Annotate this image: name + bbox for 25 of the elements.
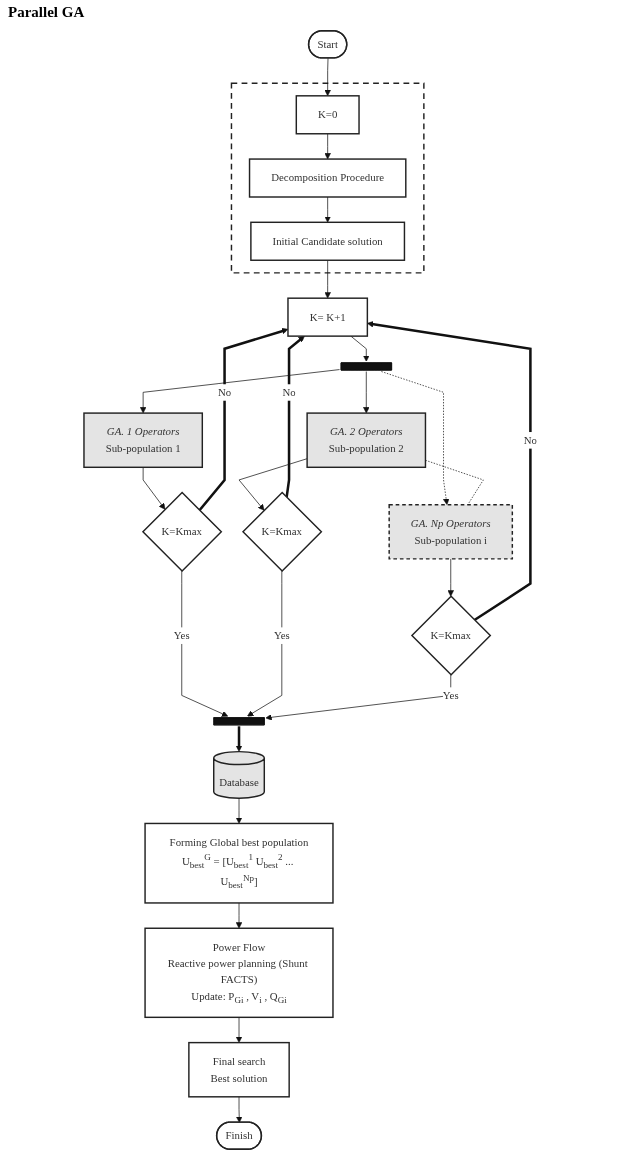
arrow (285, 335, 305, 498)
node-box: GA. Np Operators Sub-population i (388, 503, 514, 560)
cluster (230, 82, 425, 274)
node-diamond: K=Kmax (241, 491, 323, 572)
edge-label: Yes (273, 629, 290, 642)
edge-label: Yes (173, 629, 190, 642)
connector (425, 459, 484, 506)
node-diamond: K=Kmax (410, 595, 492, 676)
arrow (367, 321, 532, 622)
node-box: Decomposition Procedure (248, 158, 407, 198)
node-box: Power Flow Reactive power planning (Shunt FACTS) Update: P$_{Gi}$ , V$_{i}$ , Q$_{Gi}$ (144, 927, 334, 1019)
node-box: Initial Candidate solution (250, 221, 406, 261)
node-box: Forming Global best population U$_{best}$$^{G}$ = [U$_{best}$$^{1}$ U$_{best}$$^{2}$ ... U$_{best}$$^{Np}$] (144, 822, 334, 904)
node-box: K= K+1 (287, 297, 369, 337)
node-box: Final search Best solution (188, 1041, 290, 1098)
node-box: GA. 2 Operators Sub-population 2 (306, 412, 427, 469)
diagram-label: Parallel GA (8, 4, 86, 21)
edge-label: No (523, 434, 538, 446)
edge-label: Yes (442, 689, 459, 702)
node-diamond: K=Kmax (141, 491, 223, 572)
node-box: K=0 (295, 95, 360, 135)
edge-label: No (282, 386, 296, 398)
node-box: GA. 1 Operators Sub-population 1 (83, 412, 204, 469)
arrow (235, 726, 243, 752)
edge-label: No (217, 386, 232, 398)
